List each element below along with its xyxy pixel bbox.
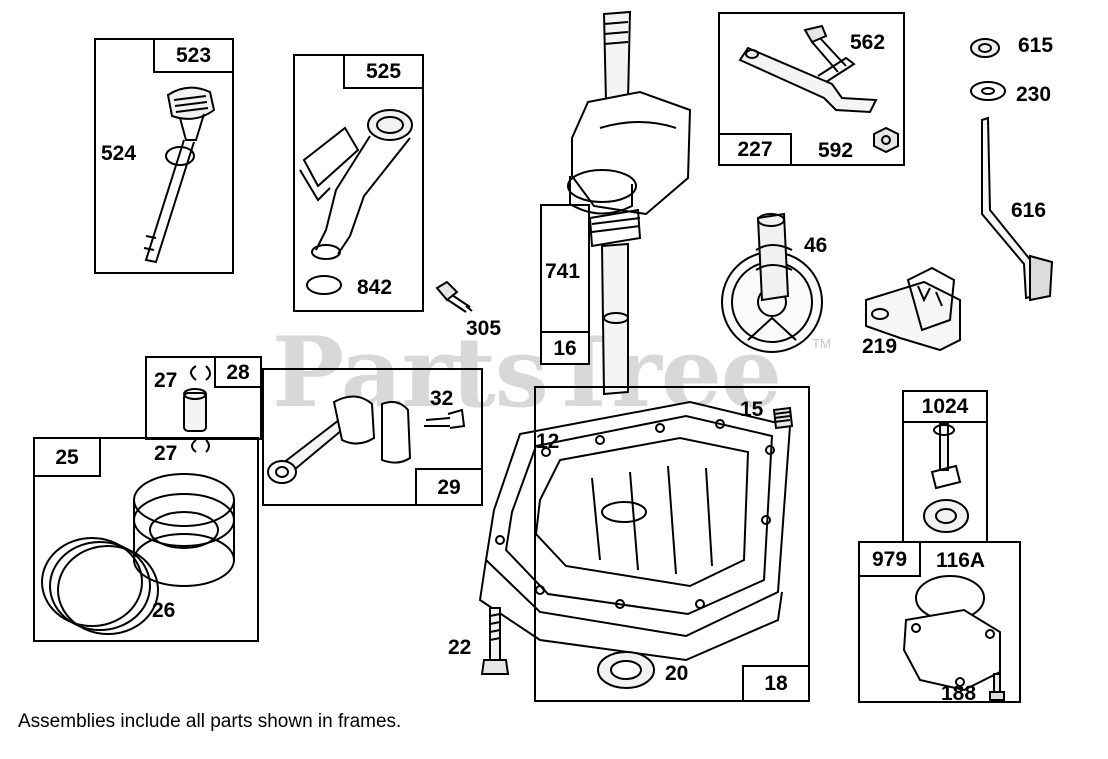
camshaft-illustration (722, 214, 822, 352)
part-label-116A: 116A (936, 549, 986, 572)
part-label-15: 15 (740, 398, 764, 421)
governor-shaft-illustration (971, 39, 1052, 300)
frame-525 (293, 54, 424, 312)
oil-pump-shaft-illustration (924, 424, 968, 532)
part-label-842: 842 (357, 276, 393, 299)
part-label-20: 20 (665, 662, 689, 685)
part-label-12: 12 (536, 430, 560, 453)
watermark-trademark: TM (812, 336, 831, 351)
part-label-616: 616 (1011, 199, 1047, 222)
oil-pump-cover-illustration (904, 576, 1004, 700)
frame-tag-979: 979 (858, 541, 921, 577)
frame-29 (262, 368, 483, 506)
frame-tag-227: 227 (718, 133, 792, 166)
frame-979 (858, 541, 1021, 703)
dipstick-illustration (144, 88, 214, 262)
part-label-592: 592 (818, 139, 854, 162)
part-label-305: 305 (466, 317, 502, 340)
dipstick-tube-illustration (300, 110, 412, 294)
piston-rings-illustration (42, 474, 234, 634)
part-label-26: 26 (152, 599, 176, 622)
frame-tag-523: 523 (153, 38, 234, 73)
frame-tag-16: 16 (540, 331, 590, 365)
frame-28 (145, 356, 262, 440)
frame-tag-25: 25 (33, 437, 101, 477)
part-label-524: 524 (101, 142, 137, 165)
governor-link-illustration (740, 26, 898, 152)
part-label-230: 230 (1016, 83, 1052, 106)
crankcase-small-parts-illustration (482, 408, 792, 688)
frame-tag-28: 28 (214, 356, 262, 388)
governor-assembly-illustration (866, 268, 960, 350)
part-label-741: 741 (545, 260, 581, 283)
frame-tag-1024: 1024 (902, 390, 988, 423)
part-label-27-lower: 27 (154, 442, 178, 465)
part-label-615: 615 (1018, 34, 1054, 57)
crankcase-illustration (480, 402, 790, 660)
piston-pin-illustration (184, 366, 210, 452)
frame-18 (534, 386, 810, 702)
crankshaft-illustration (568, 12, 690, 394)
frame-tag-29: 29 (415, 468, 483, 506)
frame-25 (33, 437, 259, 642)
frame-227 (718, 12, 905, 166)
part-label-219: 219 (862, 335, 898, 358)
part-label-32: 32 (430, 387, 454, 410)
part-label-27-upper: 27 (154, 369, 178, 392)
footer-note: Assemblies include all parts shown in fr… (18, 711, 402, 732)
part-label-562: 562 (850, 31, 886, 54)
frame-tag-525: 525 (343, 54, 424, 89)
frame-tag-18: 18 (742, 665, 810, 702)
bolt-305-illustration (437, 282, 472, 312)
part-label-46: 46 (804, 234, 828, 257)
part-label-188: 188 (941, 682, 977, 705)
part-label-22: 22 (448, 636, 472, 659)
connecting-rod-illustration (268, 396, 464, 483)
